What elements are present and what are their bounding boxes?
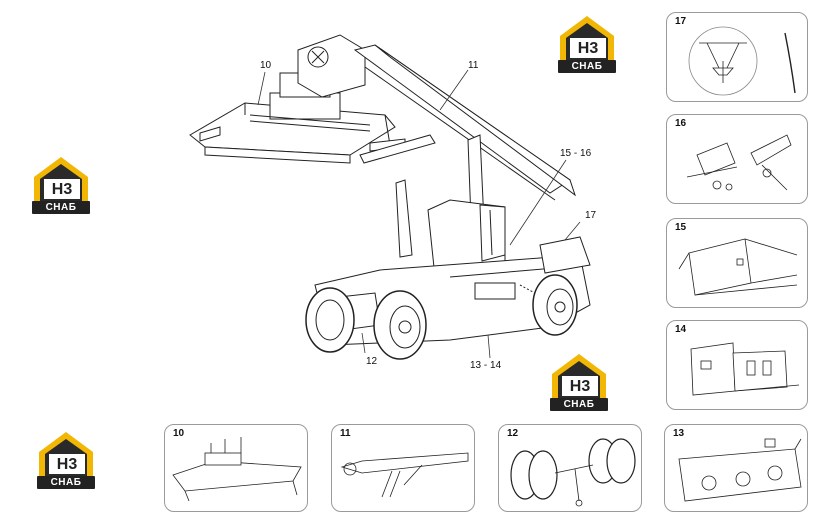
logo-house-icon [37,432,95,489]
panel-number: 13 [673,428,685,439]
panel-number: 17 [675,16,687,27]
bracket-part-icon [686,134,792,191]
rear-wheels[interactable] [532,274,578,336]
detail-panel-15[interactable]: 15 [666,218,808,308]
panel-number: 16 [675,118,687,129]
logo-text: СНАБ [571,61,603,72]
callout-17: 17 [585,210,597,221]
front-wheels[interactable] [305,287,427,360]
panel-number: 11 [340,428,351,439]
brand-logo-top: H3 СНАБ [556,14,618,74]
panel-number: 12 [507,428,519,439]
detail-panel-13[interactable]: 13 [664,424,808,512]
spreader-part-icon [172,437,302,502]
detail-panel-17[interactable]: 17 [666,12,808,102]
detail-panel-10[interactable]: 10 [164,424,308,512]
callout-12: 12 [366,356,378,367]
logo-mark: H3 [569,378,591,395]
boom-assembly[interactable] [353,44,576,258]
panel-number: 14 [675,324,687,335]
callout-11: 11 [468,60,479,71]
logo-mark: H3 [51,181,73,198]
logo-house-icon [558,16,616,73]
detail-panel-11[interactable]: 11 [331,424,475,512]
brand-logo-left: H3 СНАБ [30,155,92,215]
frame-part-icon [678,238,798,296]
operator-cab[interactable] [427,199,506,278]
panel-number: 10 [173,428,185,439]
callout-15-16: 15 - 16 [560,148,592,159]
detail-panel-12[interactable]: 12 [498,424,642,512]
callout-13-14: 13 - 14 [470,360,502,371]
brand-logo-bottom: H3 СНАБ [35,430,97,490]
tank-part-icon [678,438,802,502]
detail-panel-14[interactable]: 14 [666,320,808,410]
logo-text: СНАБ [45,202,77,213]
logo-text: СНАБ [50,477,82,488]
brand-logo-middle: H3 СНАБ [548,352,610,412]
logo-house-icon [32,157,90,214]
logo-house-icon [550,354,608,411]
logo-mark: H3 [577,40,599,57]
boom-part-icon [340,452,469,498]
reach-stacker-drawing [189,34,591,360]
axle-wheels-part-icon [510,438,636,507]
panel-box-part-icon [690,342,800,396]
logo-mark: H3 [56,456,78,473]
spreader-assembly[interactable] [189,72,406,164]
sensor-part-icon [688,26,796,96]
callout-10: 10 [260,60,272,71]
detail-panel-16[interactable]: 16 [666,114,808,204]
panel-number: 15 [675,222,687,233]
rotator-head[interactable] [297,34,366,98]
logo-text: СНАБ [563,399,595,410]
